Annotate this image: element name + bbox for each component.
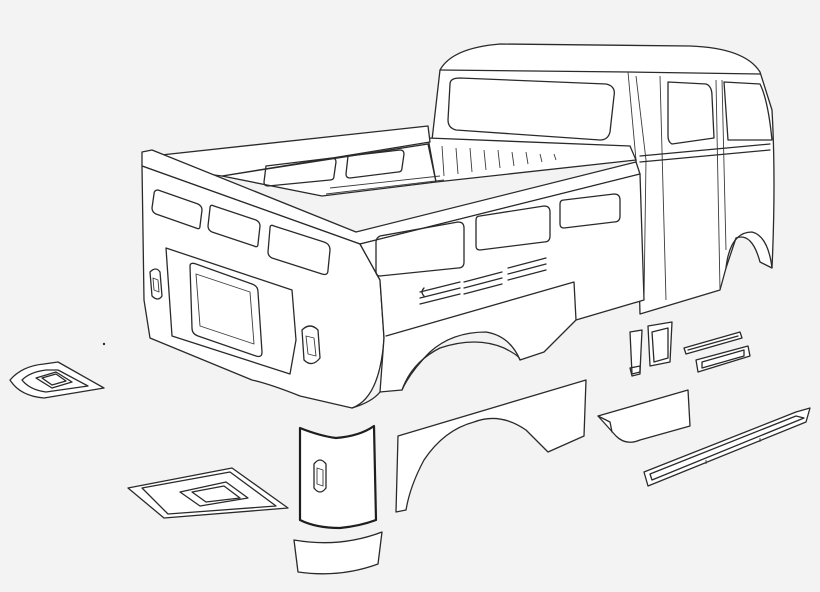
rear-corner-panel — [298, 424, 378, 530]
jack-plate-large — [127, 467, 289, 519]
bed-floor-slats — [325, 175, 445, 195]
cab-door-seam-2 — [659, 75, 727, 301]
detail-dot — [102, 342, 106, 346]
license-plate-recess — [189, 262, 263, 358]
bed-side-panel-3 — [559, 193, 621, 229]
bed-wheel-arch — [401, 341, 521, 391]
rear-taillight-right-inner — [305, 335, 317, 357]
bed-interior — [151, 125, 637, 197]
bed-rear-panel-3 — [267, 224, 331, 276]
rear-taillight-right — [301, 325, 321, 365]
bed-rear-panel-1 — [151, 189, 203, 230]
cab-door-seam-1 — [627, 71, 647, 301]
bed-shell — [141, 149, 645, 409]
rear-taillight-left — [149, 268, 163, 300]
cab-door-window-2 — [723, 81, 773, 141]
bed-side-panel-2 — [475, 205, 551, 251]
small-pillar-pieces — [629, 321, 673, 377]
side-vent-louvers — [419, 257, 547, 305]
cab-front-wheel-arch — [725, 231, 773, 269]
bed-corner-lower — [351, 391, 381, 409]
cab-rear-window — [447, 77, 615, 141]
sill-strips — [683, 331, 751, 373]
jack-plate-small — [9, 361, 105, 399]
bed-inner-wall-panel-1 — [263, 157, 337, 187]
rear-taillight-left-inner — [152, 277, 160, 293]
cab-belt-line — [639, 143, 771, 163]
cab-step-panel — [597, 389, 691, 443]
cab-body — [431, 43, 775, 315]
bed-rear-recess — [165, 247, 297, 375]
side-skirt-panel — [395, 379, 587, 513]
bed-rear-panel-2 — [207, 204, 261, 248]
bed-inner-wall-panel-2 — [345, 149, 405, 179]
bed-front-wall-ribs — [441, 145, 557, 177]
rear-valance-panel — [293, 531, 383, 575]
cab — [431, 43, 775, 315]
bed-side-panel-1 — [375, 221, 465, 277]
rocker-sill — [643, 407, 811, 487]
cab-door-window-1 — [667, 81, 715, 145]
license-plate-inner — [195, 273, 255, 345]
bed-lower-skirt — [385, 281, 577, 337]
